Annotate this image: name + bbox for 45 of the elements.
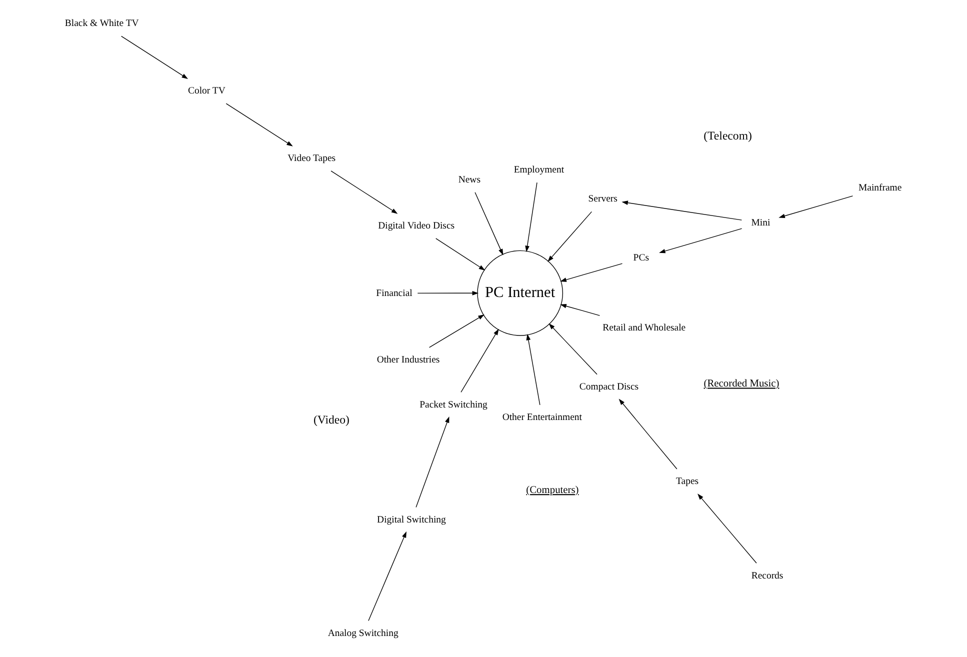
arrow [330,170,398,214]
label: (Video) [314,412,350,426]
arrow [548,323,598,375]
arrow [659,228,742,254]
arrow [416,416,450,508]
arrow [474,192,504,256]
arrow [525,182,538,252]
arrow [548,211,592,262]
node-text: Retail and Wholesale [602,322,686,334]
node-text: Records [751,570,784,582]
node-text: Mini [751,218,770,229]
arrow [622,200,742,220]
node-text: News [458,174,480,186]
node-text: Financial [376,288,412,299]
label: (Telecom) [704,128,752,143]
node-text: Video Tapes [288,152,336,164]
arrow [560,304,600,316]
node-text: Digital Video Discs [378,220,455,232]
node-text: Employment [514,164,564,176]
arrow [428,314,484,348]
node-text: Servers [588,194,618,205]
node-text: Analog Switching [328,628,398,639]
arrow [698,494,757,564]
label: (Computers) [526,485,579,496]
node-text: Compact Discs [579,382,639,393]
arrow [417,290,479,296]
node-text: Digital Switching [377,514,446,526]
arrow [618,398,678,470]
node-text: Black & White TV [64,18,139,30]
node-text: PCs [633,252,649,264]
arrow [226,103,293,146]
node-text: Other Entertainment [502,412,582,424]
arrow [778,196,854,218]
node-text: Other Industries [376,354,440,366]
arrow [526,334,540,406]
node-text: Mainframe [858,182,902,194]
label: (Recorded Music) [704,378,780,390]
arrow [436,238,486,270]
arrow [368,531,406,622]
arrow [460,328,499,393]
arrow [560,263,623,282]
node-text: Packet Switching [420,399,488,410]
node-text: Tapes [676,476,699,488]
node-text: Color TV [188,86,226,97]
arrow [120,36,188,80]
